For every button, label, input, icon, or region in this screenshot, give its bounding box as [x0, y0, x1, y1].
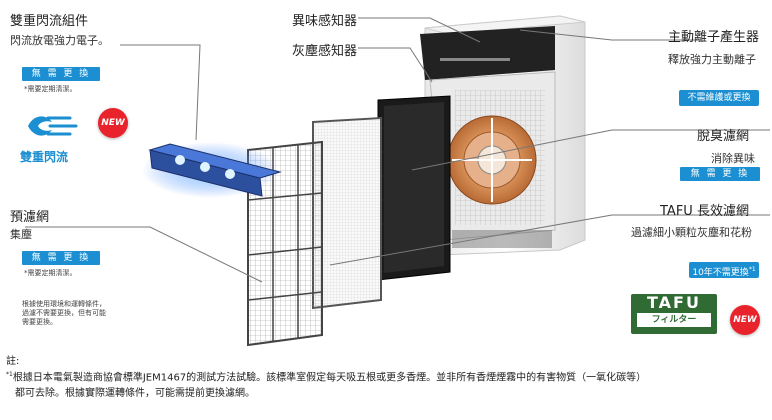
deodor-badge: 無 需 更 換 [680, 167, 760, 181]
tafu-filter [312, 116, 382, 310]
tafu-title: TAFU 長效濾網 [660, 204, 749, 219]
dual-flow-note: *需要定期清潔。 [24, 85, 77, 93]
deodor-desc: 消除異味 [711, 152, 755, 165]
dual-flow-logo-text: 雙重閃流 [20, 150, 69, 164]
new-badge-right: NEW [730, 305, 760, 335]
tafu-logo: TAFU フィルター [631, 294, 717, 334]
prefilter-desc: 集塵 [10, 228, 32, 241]
prefilter-fine-print: 根據使用環境和運轉條件， 過濾不需要更換，但有可能 需要更換。 [22, 300, 106, 326]
tafu-desc: 過濾細小顆粒灰塵和花粉 [631, 226, 752, 239]
ion-badge: 不需維護或更換 [679, 90, 759, 106]
ion-title: 主動離子產生器 [668, 30, 760, 45]
prefilter-note: *需要定期清潔。 [24, 269, 77, 277]
odor-sensor-label: 異味感知器 [292, 14, 358, 29]
dual-flow-desc: 閃流放電強力電子。 [10, 34, 109, 47]
dual-flow-badge: 無 需 更 換 [22, 67, 100, 81]
prefilter-frame [247, 140, 323, 347]
deodor-filter [377, 95, 451, 281]
footnote-head: 註: [6, 356, 20, 367]
dust-sensor-label: 灰塵感知器 [292, 44, 358, 59]
dual-streamer-unit [142, 142, 282, 198]
dual-flow-logo-icon [20, 108, 80, 144]
prefilter-badge: 無 需 更 換 [22, 251, 100, 265]
tafu-badge: 10年不需更換*1 [689, 262, 759, 278]
new-badge-left: NEW [98, 108, 128, 138]
dual-flow-title: 雙重閃流組件 [10, 14, 89, 29]
footnote-text: *1根據日本電氣製造商協會標準JEM1467的測試方法試驗。該標準室假定每天吸五… [6, 371, 647, 400]
deodor-title: 脫臭濾網 [697, 129, 750, 144]
prefilter-title: 預濾網 [10, 210, 50, 225]
ion-desc: 釋放強力主動離子 [668, 53, 756, 66]
purifier-body [420, 15, 586, 256]
